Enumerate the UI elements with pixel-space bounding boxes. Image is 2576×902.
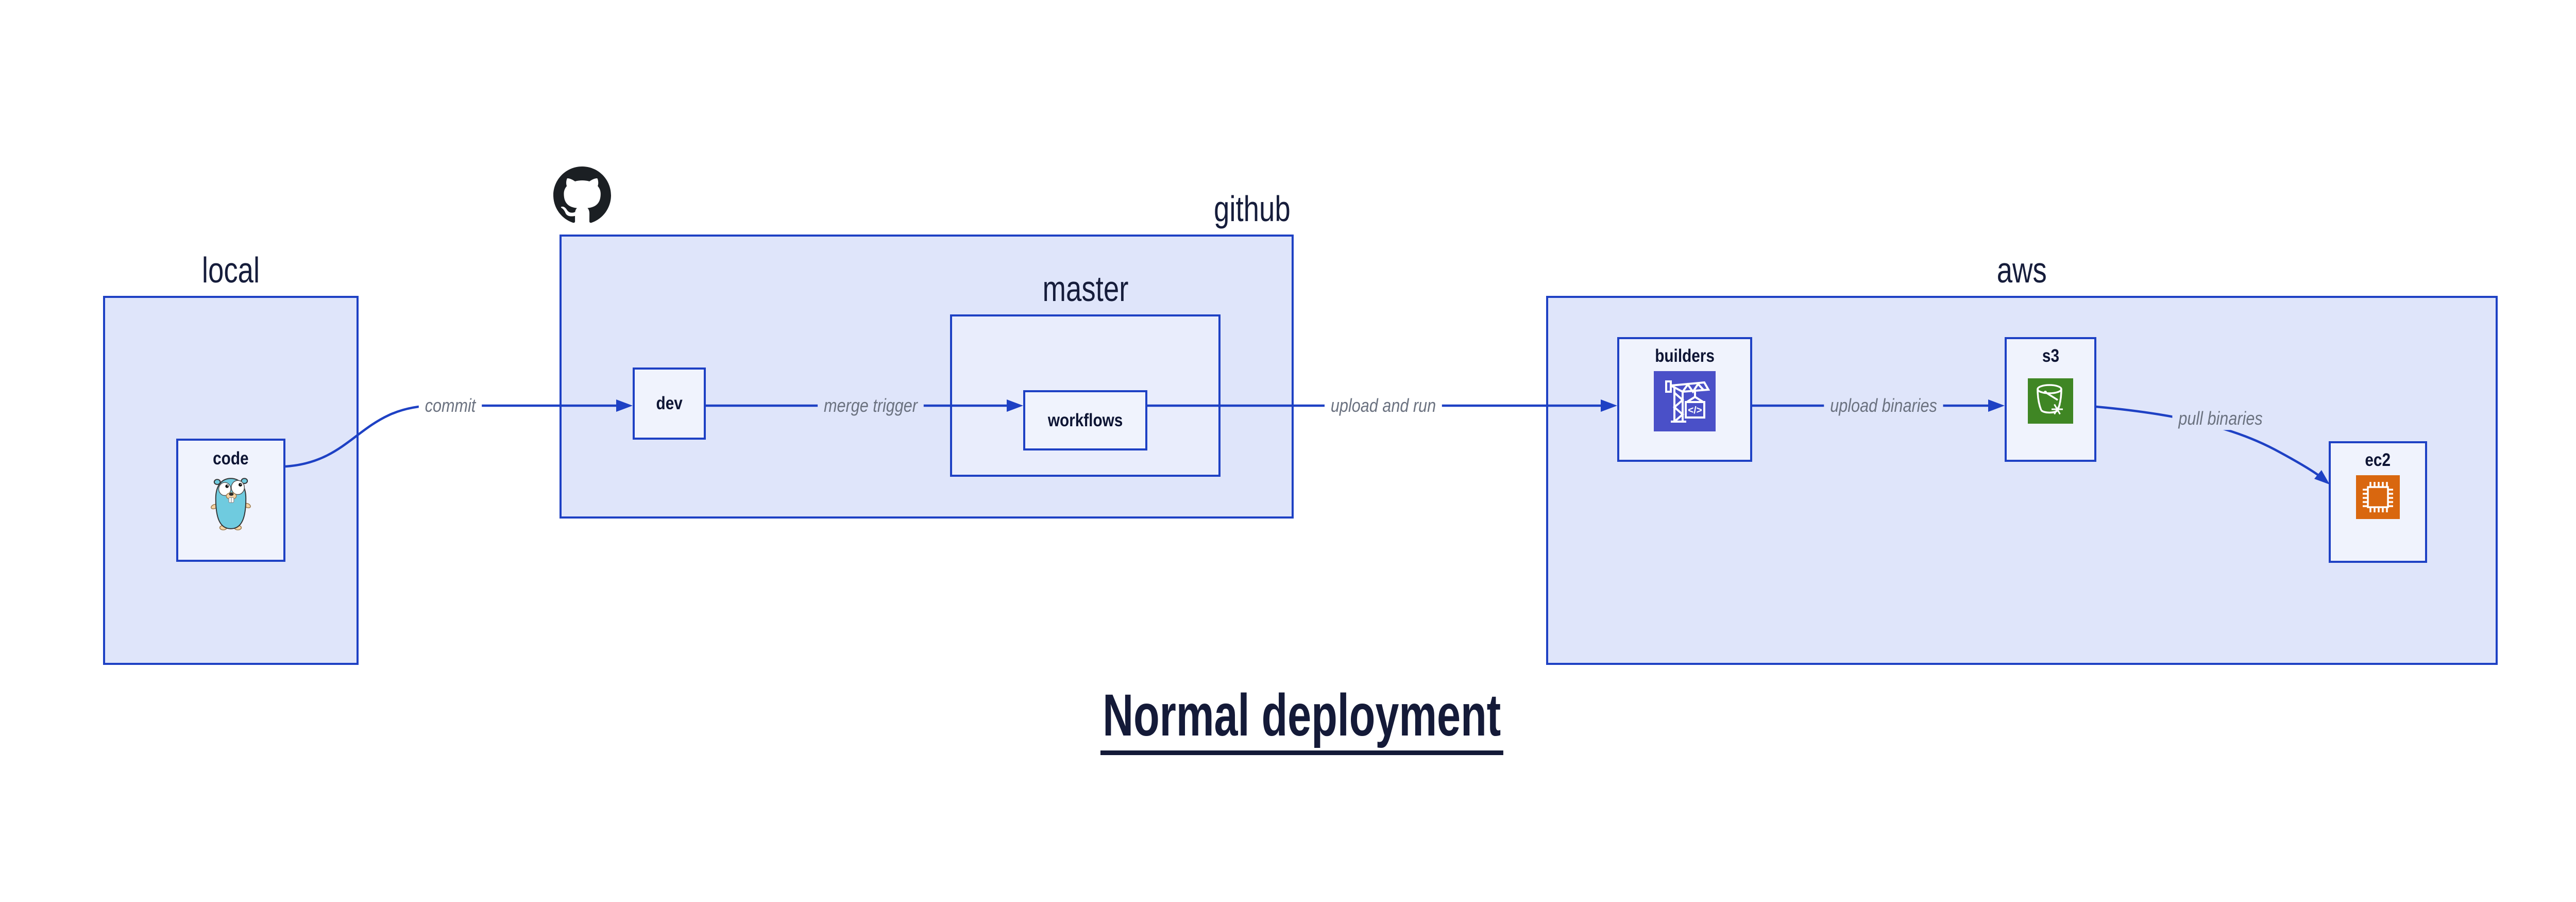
node-dev: dev: [633, 368, 706, 440]
ec2-label: ec2: [2365, 450, 2391, 470]
diagram-title-wrap: Normal deployment: [0, 681, 2576, 755]
workflows-label: workflows: [1047, 410, 1123, 430]
node-ec2: ec2: [2329, 441, 2427, 563]
dev-label: dev: [656, 393, 683, 413]
ec2-chip-icon: [2356, 475, 2400, 519]
master-label-text: master: [1042, 269, 1128, 309]
svg-text:</>: </>: [1688, 405, 1702, 416]
s3-label: s3: [2042, 346, 2059, 366]
node-s3: s3: [2005, 337, 2096, 462]
codebuild-crane-icon: </>: [1654, 371, 1716, 431]
edge-label-upload-and-run: upload and run: [1325, 394, 1442, 417]
local-label-text: local: [201, 250, 260, 290]
edge-label-upload-binaries: upload binaries: [1824, 394, 1943, 417]
container-label-local: local: [103, 250, 359, 291]
code-label: code: [213, 448, 249, 469]
container-label-aws: aws: [1546, 250, 2498, 291]
builders-label: builders: [1655, 346, 1715, 366]
edge-label-commit: commit: [418, 394, 482, 417]
s3-glacier-bucket-icon: [2028, 378, 2073, 424]
edge-label-pull-binaries: pull binaries: [2172, 407, 2269, 430]
github-octocat-logo-icon: [553, 166, 611, 223]
container-label-master: master: [950, 269, 1221, 309]
github-label-text: github: [1214, 189, 1291, 229]
aws-label-text: aws: [1996, 250, 2047, 290]
edge-label-merge-trigger: merge trigger: [818, 394, 924, 417]
container-label-github: github: [979, 189, 1291, 229]
go-gopher-icon: [211, 478, 251, 530]
diagram-title: Normal deployment: [1100, 681, 1503, 755]
node-workflows: workflows: [1023, 390, 1147, 450]
node-code: code: [176, 439, 285, 562]
node-builders: builders </>: [1617, 337, 1752, 462]
